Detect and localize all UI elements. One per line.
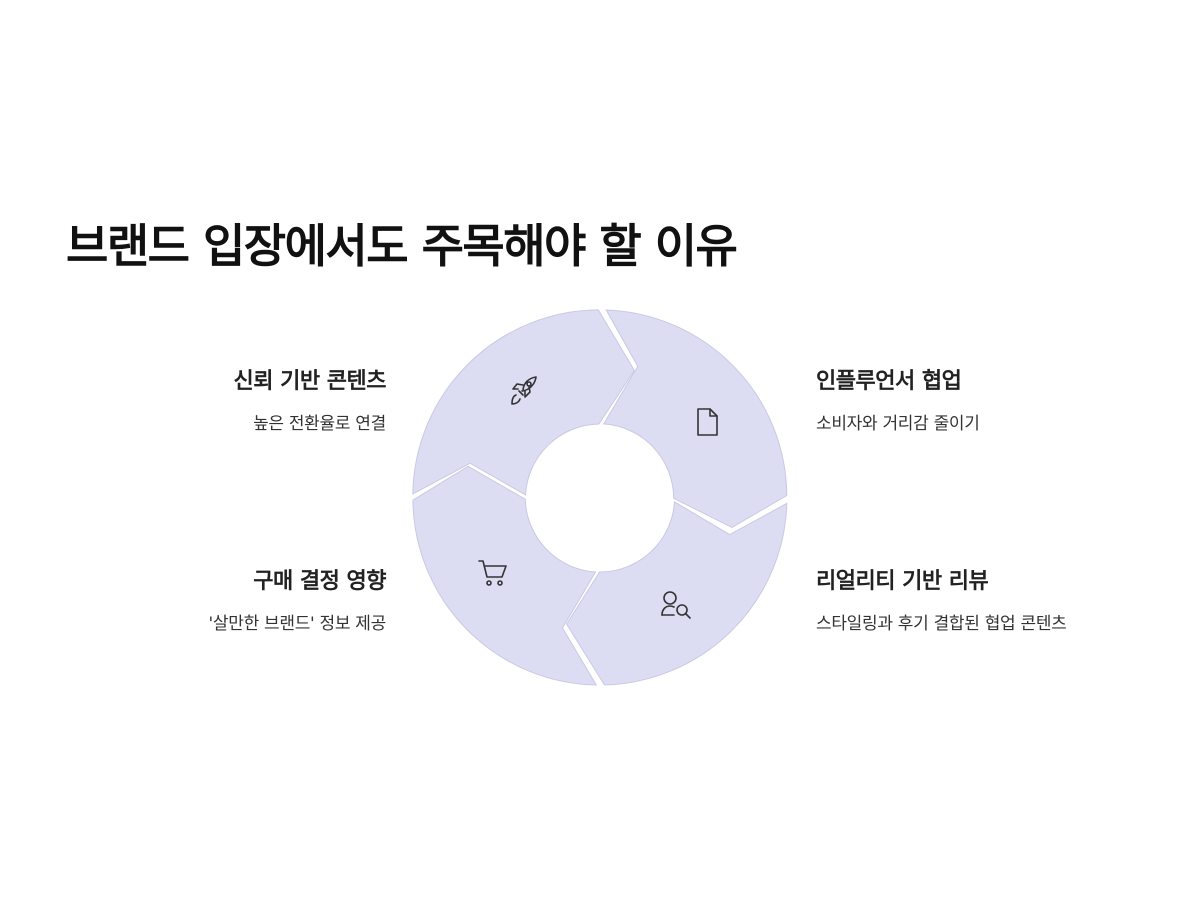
item-description: 스타일링과 후기 결합된 협업 콘텐츠: [816, 614, 1067, 634]
item-description: '살만한 브랜드' 정보 제공: [208, 614, 387, 634]
user-search-icon: [661, 591, 691, 619]
rocket-icon: [511, 376, 537, 405]
item-heading: 신뢰 기반 콘텐츠: [233, 369, 387, 394]
item-description: 높은 전환율로 연결: [253, 414, 386, 434]
item-reality-review: 리얼리티 기반 리뷰 스타일링과 후기 결합된 협업 콘텐츠: [816, 563, 1136, 634]
item-heading: 인플루언서 협업: [816, 369, 962, 394]
item-influencer-collab: 인플루언서 협업 소비자와 거리감 줄이기: [816, 363, 1136, 434]
segment-top-left: [412, 309, 635, 496]
item-purchase-decision: 구매 결정 영향 '살만한 브랜드' 정보 제공: [66, 563, 387, 634]
page-title: 브랜드 입장에서도 주목해야 할 이유: [66, 219, 738, 273]
item-trust-content: 신뢰 기반 콘텐츠 높은 전환율로 연결: [66, 363, 387, 434]
item-heading: 구매 결정 영향: [253, 569, 386, 594]
segment-top-right: [602, 309, 788, 528]
shopping-cart-icon: [478, 560, 507, 586]
item-description: 소비자와 거리감 줄이기: [816, 414, 980, 434]
segment-bottom-left: [412, 465, 598, 686]
segment-bottom-right: [566, 501, 788, 686]
document-icon: [697, 408, 718, 436]
item-heading: 리얼리티 기반 리뷰: [816, 569, 989, 594]
